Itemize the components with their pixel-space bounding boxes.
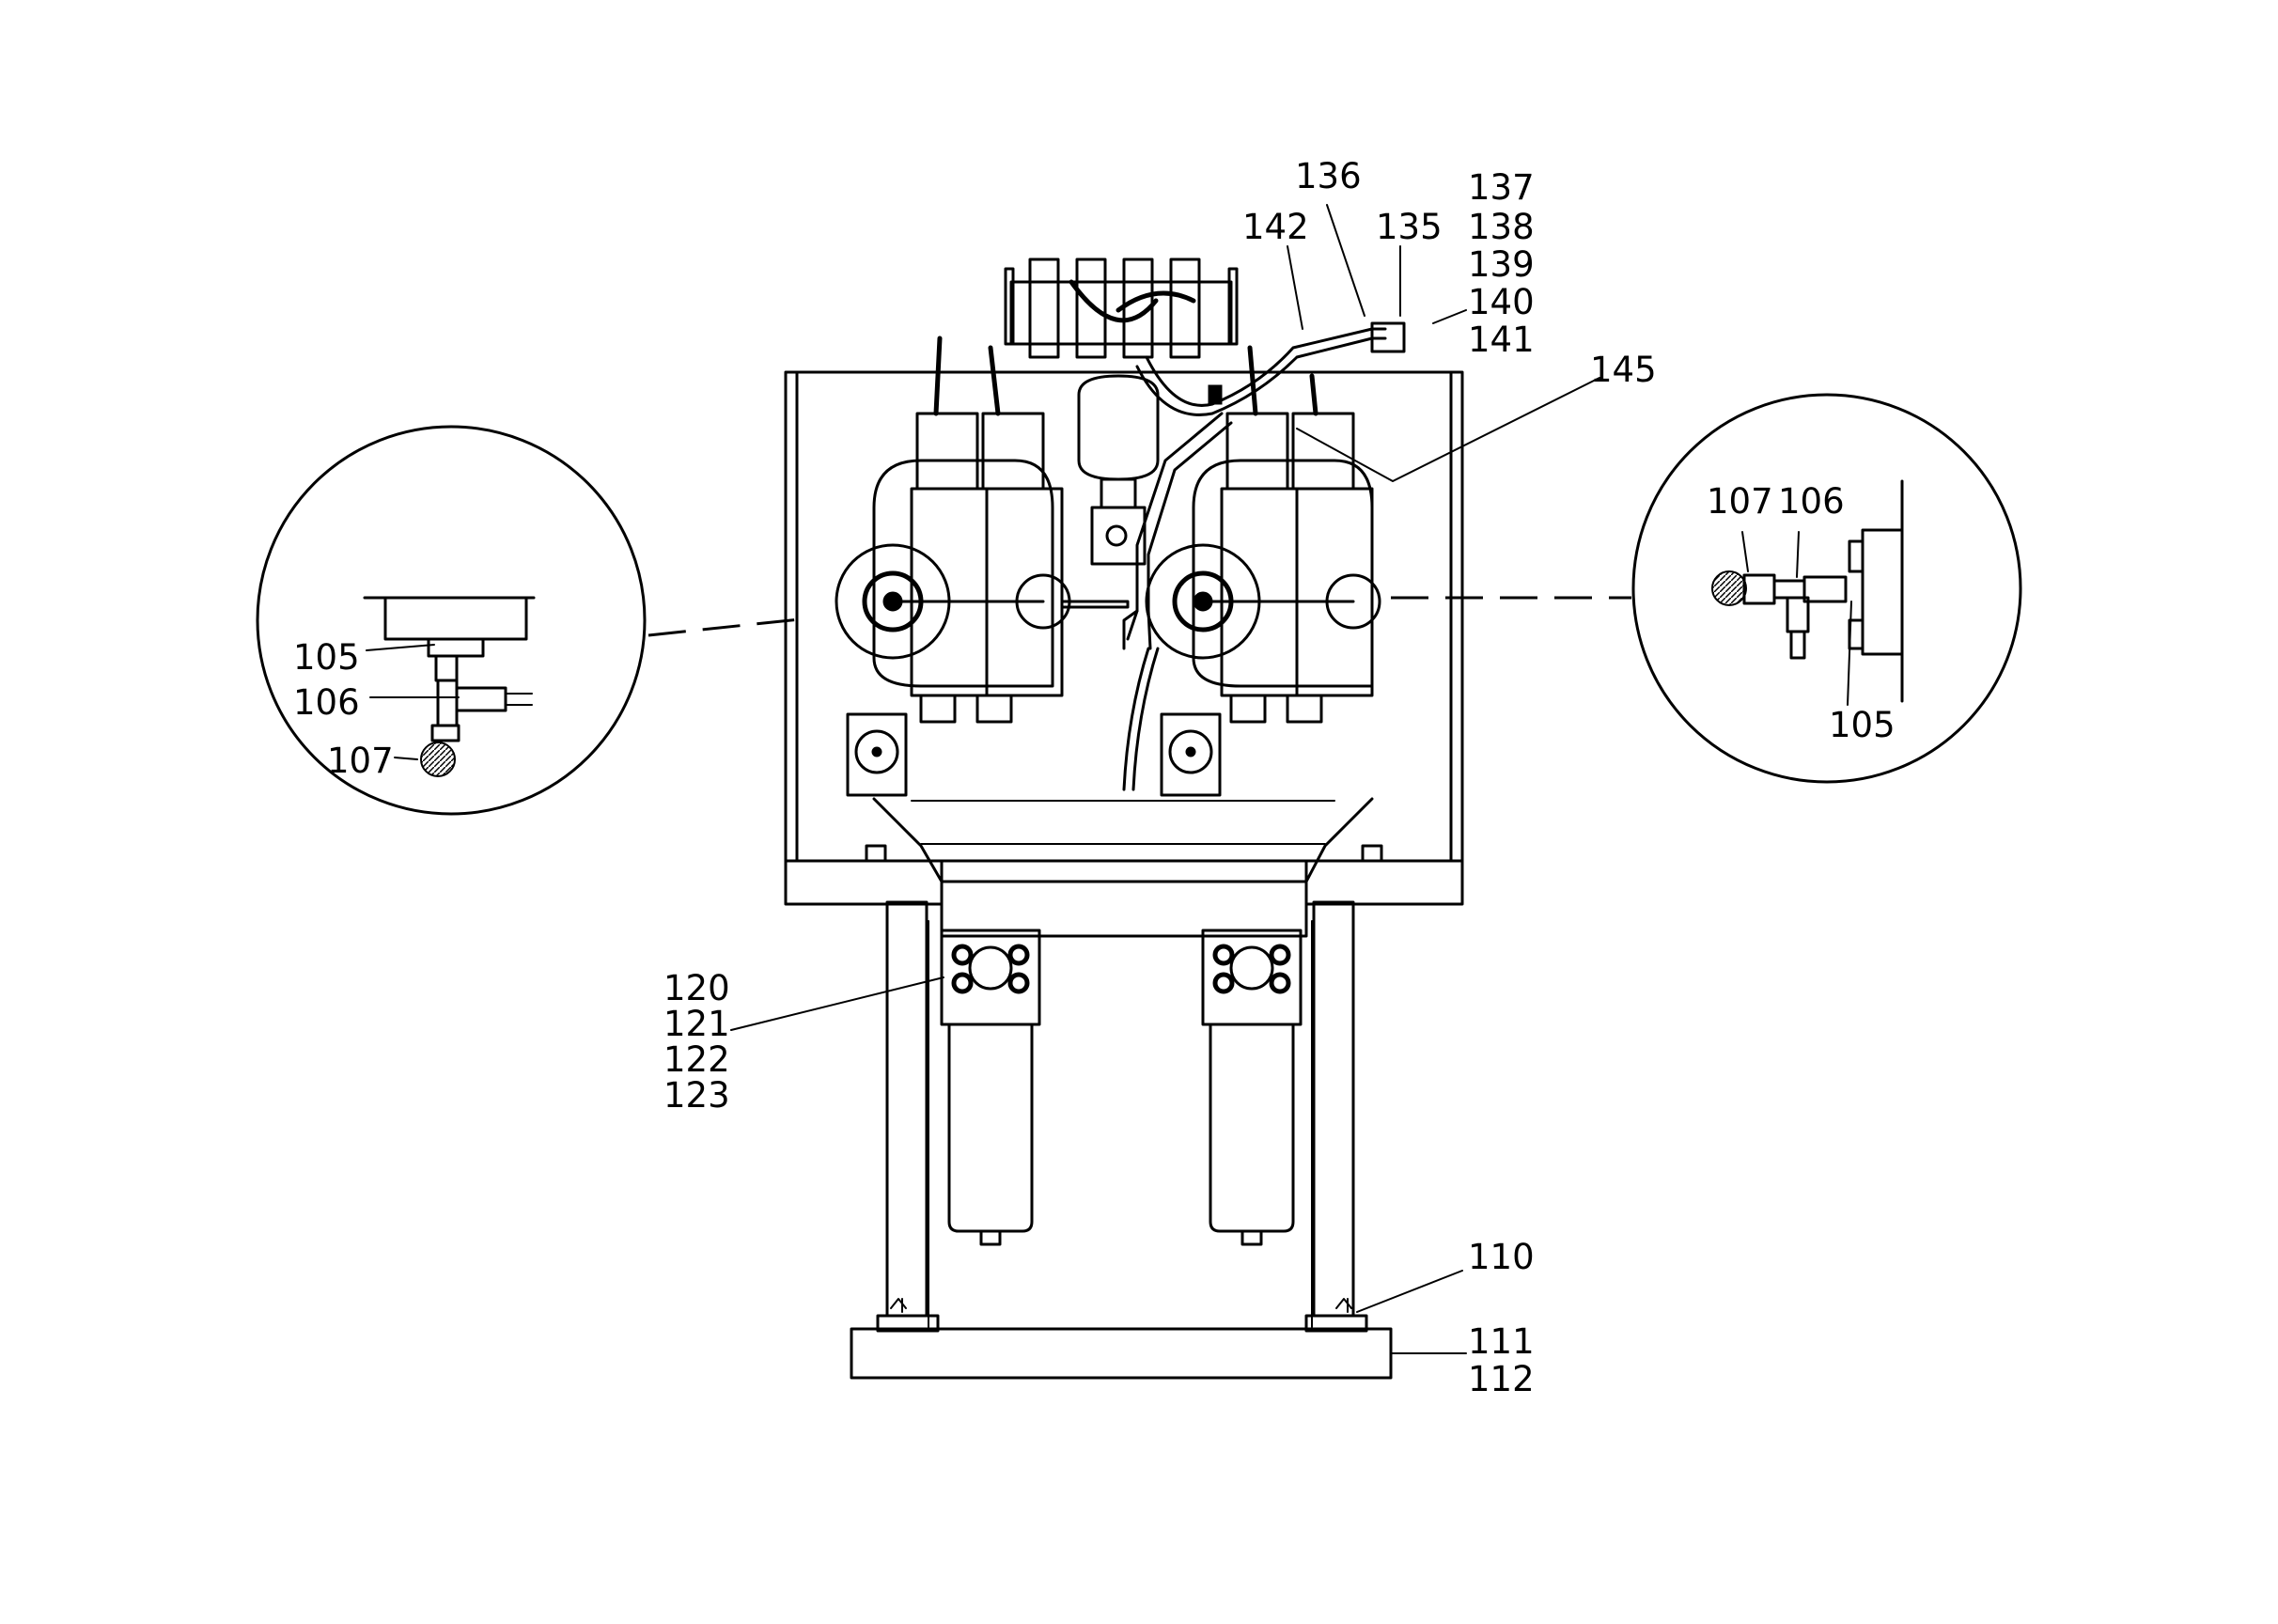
right-filter [1201,929,1303,1246]
valve-block [1004,258,1239,359]
label-138: 138 [1468,207,1535,247]
leader-lines [366,204,1852,1354]
right-label-107: 107 [1707,481,1773,522]
piping [1122,321,1406,791]
label-111: 111 [1468,1321,1535,1362]
right-pump-group [1145,345,1381,797]
right-label-105: 105 [1829,705,1896,745]
tank-housing [784,370,1464,938]
label-136: 136 [1295,156,1362,196]
right-detail-view [1391,393,2022,784]
label-142: 142 [1242,207,1309,247]
label-112: 112 [1468,1359,1535,1399]
label-145: 145 [1590,350,1657,390]
label-122: 122 [663,1039,730,1080]
label-141: 141 [1468,320,1535,360]
label-110: 110 [1468,1237,1535,1277]
left-pump-group [835,336,1130,797]
label-120: 120 [663,968,730,1008]
accumulator [1077,374,1160,566]
label-139: 139 [1468,244,1535,285]
right-label-106: 106 [1778,481,1845,522]
label-137: 137 [1468,167,1535,208]
left-filter [940,929,1041,1246]
label-140: 140 [1468,282,1535,322]
left-label-106: 106 [293,682,360,723]
part-labels: 136 137 138 139 140 141 142 135 145 105 … [293,156,1896,1399]
left-label-105: 105 [293,637,360,678]
left-label-107: 107 [327,741,394,781]
left-detail-view [256,425,809,816]
label-135: 135 [1376,207,1443,247]
base-frame [850,900,1393,1380]
label-121: 121 [663,1004,730,1044]
label-123: 123 [663,1075,730,1116]
